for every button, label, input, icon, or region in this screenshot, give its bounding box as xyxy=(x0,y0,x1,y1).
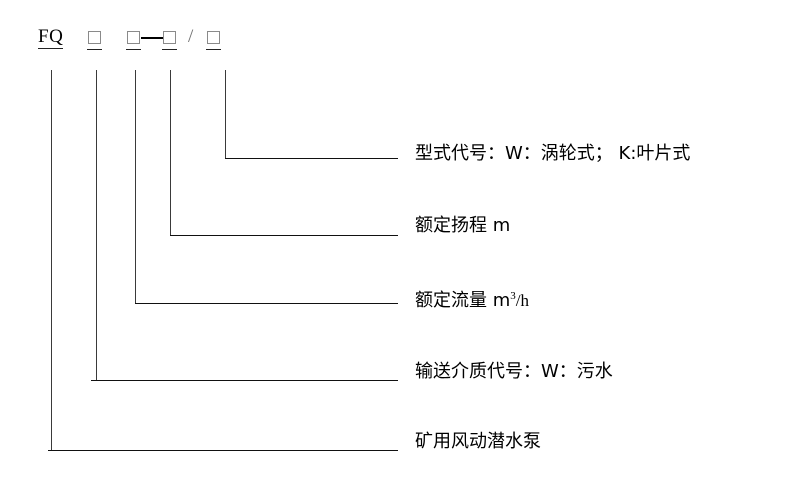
model-code-slash: / xyxy=(188,26,194,47)
model-code-box-4-underline xyxy=(206,49,221,50)
leader-vertical-product-name xyxy=(51,70,52,450)
model-code-box-3-underline xyxy=(162,49,177,50)
label-rated-flow-exponent: 3 xyxy=(510,290,516,302)
leader-horizontal-rated-head xyxy=(170,235,398,236)
label-product-name-text: 矿用风动潜水泵 xyxy=(415,431,541,452)
label-type-code-text: 型式代号：W：涡轮式； K:叶片式 xyxy=(415,143,691,164)
label-type-code: 型式代号：W：涡轮式； K:叶片式 xyxy=(415,142,690,165)
model-code-box-2-underline xyxy=(126,49,141,50)
leader-vertical-rated-flow xyxy=(135,70,136,303)
model-code-box-3 xyxy=(163,31,176,44)
model-code-box-4 xyxy=(207,31,220,44)
model-code-dash xyxy=(141,37,163,39)
leader-horizontal-type-code xyxy=(225,158,398,159)
model-code-box-2 xyxy=(127,31,140,44)
label-medium-code: 输送介质代号：W：污水 xyxy=(415,360,613,383)
label-rated-head: 额定扬程 m xyxy=(415,214,510,237)
leader-vertical-rated-head xyxy=(170,70,171,235)
label-product-name: 矿用风动潜水泵 xyxy=(415,430,541,453)
label-rated-flow: 额定流量 m3/h xyxy=(415,285,529,312)
label-rated-head-text: 额定扬程 m xyxy=(415,215,511,236)
model-code-prefix: FQ xyxy=(38,26,64,49)
label-medium-code-text: 输送介质代号：W：污水 xyxy=(415,361,613,382)
model-code-box-1 xyxy=(88,31,101,44)
model-code-row: FQ / xyxy=(0,0,804,60)
leader-horizontal-medium-code xyxy=(91,380,398,381)
label-rated-flow-prefix: 额定流量 m xyxy=(415,290,511,311)
label-rated-flow-suffix: /h xyxy=(515,291,529,310)
leader-horizontal-product-name xyxy=(48,450,398,451)
leader-vertical-type-code xyxy=(225,70,226,158)
model-code-box-1-underline xyxy=(87,49,102,50)
leader-vertical-medium-code xyxy=(96,70,97,380)
leader-horizontal-rated-flow xyxy=(135,303,398,304)
